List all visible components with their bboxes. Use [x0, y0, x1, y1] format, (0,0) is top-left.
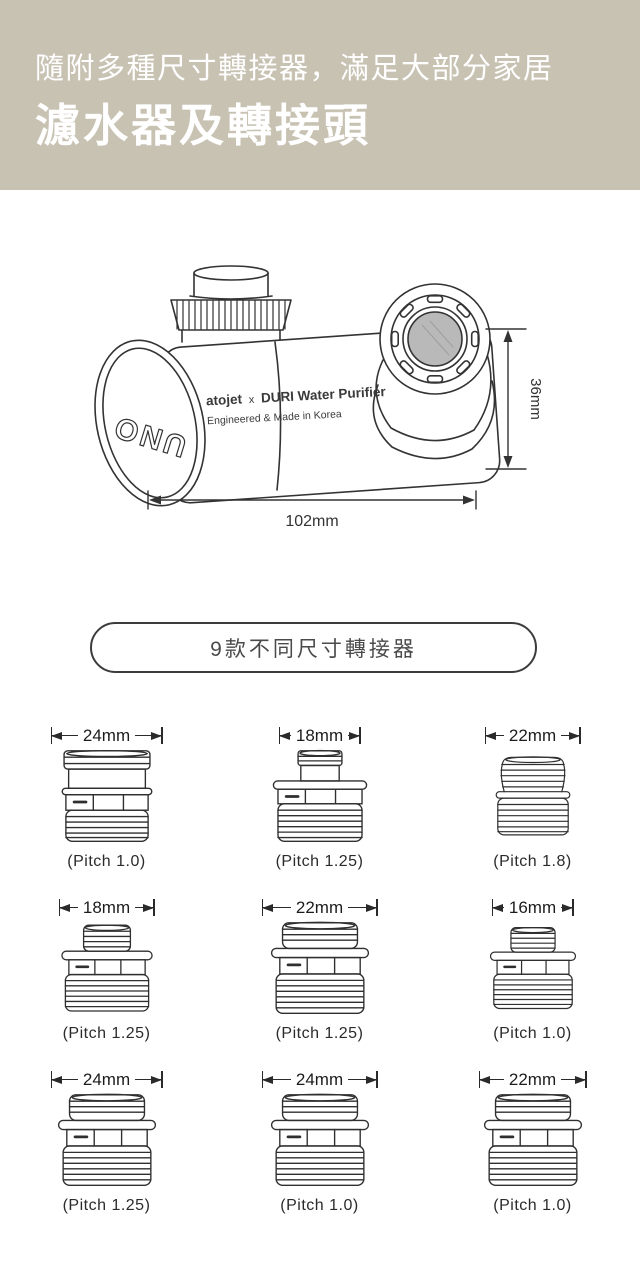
adapter-card: 24mm (Pitch 1.0) [261, 1066, 378, 1238]
size-label: 22mm [508, 1070, 557, 1089]
adapter-card: 22mm (Pitch 1.8) [484, 722, 581, 894]
adapter-illustration [60, 749, 153, 843]
adapter-illustration [495, 756, 570, 836]
adapter-illustration [269, 921, 370, 1015]
length-dimension: 102mm [147, 490, 477, 530]
height-dimension: 36mm [485, 328, 544, 470]
adapter-illustration [269, 1093, 370, 1187]
pitch-label: (Pitch 1.25) [275, 1025, 364, 1042]
adapter-illustration [271, 749, 368, 843]
badge-label: 9款不同尺寸轉接器 [210, 637, 417, 661]
size-label: 22mm [295, 898, 344, 917]
adapter-card: 22mm (Pitch 1.25) [261, 894, 378, 1066]
brand-separator: x [248, 394, 255, 406]
brand-text: atojet [206, 391, 243, 408]
size-label: 22mm [508, 726, 557, 745]
pitch-label: (Pitch 1.25) [62, 1025, 151, 1042]
length-dimension-label: 102mm [285, 513, 338, 530]
size-label: 24mm [82, 726, 131, 745]
size-label: 24mm [82, 1070, 131, 1089]
pitch-label: (Pitch 1.0) [493, 1197, 572, 1214]
adapter-count-badge: 9款不同尺寸轉接器 [90, 622, 537, 673]
end-cap-drawing [94, 339, 206, 507]
pitch-label: (Pitch 1.25) [275, 853, 364, 870]
size-dimension: 24mm [261, 1070, 378, 1089]
adapter-illustration [482, 1093, 583, 1187]
adapter-card: 24mm (Pitch 1.0) [50, 722, 163, 894]
size-label: 18mm [82, 898, 131, 917]
adapter-illustration [488, 926, 577, 1010]
size-label: 18mm [295, 726, 344, 745]
size-dimension: 22mm [484, 726, 581, 745]
size-label: 16mm [508, 898, 557, 917]
size-dimension: 16mm [491, 898, 574, 917]
product-illustration: UNO [94, 265, 544, 530]
size-dimension: 24mm [50, 726, 163, 745]
size-dimension: 22mm [478, 1070, 587, 1089]
outlet-head-drawing [372, 283, 496, 460]
adapter-card: 24mm (Pitch 1.25) [50, 1066, 163, 1238]
pitch-label: (Pitch 1.0) [280, 1197, 359, 1214]
aerator-slots [390, 294, 479, 384]
header-banner: 隨附多種尺寸轉接器，滿足大部分家居 濾水器及轉接頭 [0, 0, 640, 190]
filter-cap-drawing [170, 265, 292, 343]
size-dimension: 24mm [50, 1070, 163, 1089]
header-subtitle: 隨附多種尺寸轉接器，滿足大部分家居 [35, 53, 554, 85]
product-name-text: DURI Water Purifier [261, 384, 387, 406]
pitch-label: (Pitch 1.0) [493, 1025, 572, 1042]
size-label: 24mm [295, 1070, 344, 1089]
size-dimension: 18mm [58, 898, 155, 917]
size-dimension: 18mm [278, 726, 361, 745]
pitch-label: (Pitch 1.0) [67, 853, 146, 870]
adapter-card: 16mm (Pitch 1.0) [484, 894, 582, 1066]
adapter-grid: 24mm (Pitch 1.0) 18mm (Pitch 1.25) 22mm … [0, 722, 640, 1238]
height-dimension-label: 36mm [527, 378, 544, 420]
pitch-label: (Pitch 1.8) [493, 853, 572, 870]
adapter-illustration [56, 1093, 157, 1187]
svg-text:atojet x D: atojet x DURI Water Purifier [206, 384, 387, 408]
adapter-card: 22mm (Pitch 1.0) [478, 1066, 588, 1238]
page-title: 濾水器及轉接頭 [35, 99, 372, 151]
adapter-card: 18mm (Pitch 1.25) [265, 722, 375, 894]
adapter-card: 18mm (Pitch 1.25) [55, 894, 159, 1066]
pitch-label: (Pitch 1.25) [62, 1197, 151, 1214]
size-dimension: 22mm [261, 898, 378, 917]
adapter-illustration [60, 923, 153, 1013]
